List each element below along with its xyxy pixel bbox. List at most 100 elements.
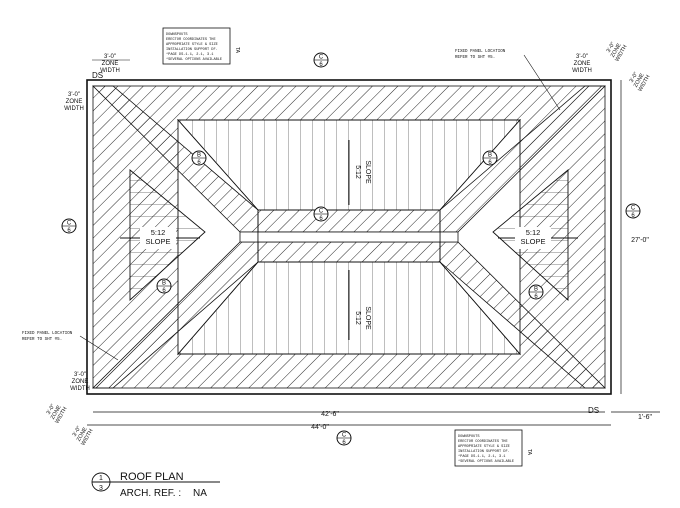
slope-top-label: SLOPE (364, 160, 371, 184)
slope-right-label: SLOPE (520, 237, 545, 246)
dim-44-0: 44'-0" (311, 424, 329, 431)
title-arch-ref-value: NA (193, 488, 207, 499)
zone-tr-zone: ZONE (574, 61, 591, 67)
slope-right: 5:12 SLOPE (498, 227, 578, 249)
slope-bottom: 5:12 SLOPE (348, 270, 371, 340)
section-marker-left-num: C (67, 221, 72, 227)
detail-marker-2-sheet: 6 (488, 160, 492, 166)
title-arch-ref-label: ARCH. REF. : (120, 488, 181, 499)
ds-note-bottom-tag: TA (526, 449, 532, 456)
ds-note-bottom-line6: *SEVERAL OPTIONS AVAILABLE (458, 459, 514, 464)
fixed-panel-note-bottom: FIXED PANEL LOCATION REFER TO SHT #5. (22, 332, 119, 361)
detail-marker-3-num: B (162, 281, 166, 287)
detail-marker-1-sheet: 6 (197, 160, 201, 166)
title-roof-plan: ROOF PLAN (120, 471, 184, 483)
detail-marker-2-num: B (488, 153, 492, 159)
zone-label-bottom-left-rot: 3'-0" ZONE WIDTH (46, 403, 69, 425)
detail-marker-3[interactable]: B 6 (156, 278, 172, 294)
section-marker-right-sheet: 6 (631, 213, 635, 219)
zone-bl-value: 3'-0" (74, 372, 86, 378)
section-marker-right-num: C (631, 206, 636, 212)
dim-42-6: 42'-6" (321, 411, 339, 418)
zone-blr-value: 3'-0" (46, 403, 57, 416)
section-marker-center-sheet: 6 (319, 216, 323, 222)
section-marker-center[interactable]: C 6 (313, 206, 329, 222)
section-marker-top[interactable]: C 6 (313, 52, 329, 70)
slope-left-value: 5:12 (151, 228, 166, 237)
slope-left-label: SLOPE (145, 237, 170, 246)
fixed-panel-bottom-line2: REFER TO SHT #5. (22, 338, 62, 342)
zone-l-value: 3'-0" (68, 92, 80, 98)
zone-tl-value: 3'-0" (104, 54, 116, 60)
ds-note-bottom-line4: INSTALLATION SUPPORT DF. (458, 450, 510, 454)
ds-note-bottom-line1: DOWNSPOUTS (458, 435, 480, 439)
section-marker-top-num: C (319, 55, 324, 61)
zone-rr-value: 3'-0" (606, 41, 617, 54)
detail-marker-4-num: B (534, 287, 538, 293)
zone-label-right-rot-2: 3'-0" ZONE WIDTH (629, 71, 652, 93)
dim-27-0: 27'-0" (631, 237, 649, 244)
dimension-lines (87, 80, 660, 426)
detail-marker-1-num: B (197, 153, 201, 159)
slope-left: 5:12 SLOPE (120, 227, 200, 249)
detail-marker-3-sheet: 6 (162, 288, 166, 294)
ds-label-top-left: DS (92, 71, 103, 80)
zone-l-width: WIDTH (64, 106, 84, 112)
slope-bottom-value: 5:12 (354, 311, 361, 325)
slope-right-value: 5:12 (526, 228, 541, 237)
ds-note-bottom-line5: *PAGE DS-1.1, 2.1, 3.1 (458, 454, 505, 459)
ds-note-top-line5: *PAGE DS-1.1, 2.1, 3.1 (166, 52, 213, 57)
fixed-panel-top-line2: REFER TO SHT #5. (455, 56, 495, 60)
ds-note-top-line1: DOWNSPOUTS (166, 33, 188, 37)
zone-rr2-value: 3'-0" (629, 71, 640, 84)
ds-note-bottom-line2: ERECTOR COORDINATES THE (458, 440, 508, 444)
title-view-number: 1 (99, 475, 103, 482)
hip-ridge-bands (92, 85, 606, 389)
fixed-panel-bottom-line1: FIXED PANEL LOCATION (22, 332, 73, 336)
detail-marker-4[interactable]: B 6 (528, 284, 544, 300)
zone-tl-zone: ZONE (102, 61, 119, 67)
detail-marker-4-sheet: 6 (534, 294, 538, 300)
ds-note-bottom-line3: APPROPRIATE STYLE & SIZE (458, 445, 510, 449)
zone-bl-width: WIDTH (70, 386, 90, 392)
section-marker-bottom-sheet: 6 (342, 440, 346, 446)
zone-label-top-right: 3'-0" ZONE WIDTH (572, 54, 592, 74)
downspout-note-bottom: DOWNSPOUTS ERECTOR COORDINATES THE APPRO… (454, 429, 532, 467)
title-block: 1 3 ROOF PLAN ARCH. REF. : NA (91, 471, 220, 499)
ds-note-top-tag: TA (234, 47, 240, 54)
ds-note-top-line3: APPROPRIATE STYLE & SIZE (166, 43, 218, 47)
zone-bl-zone: ZONE (72, 379, 89, 385)
ds-note-top-line2: ERECTOR COORDINATES THE (166, 38, 216, 42)
zone-tl-width: WIDTH (100, 68, 120, 74)
zone-tr-width: WIDTH (572, 68, 592, 74)
section-marker-left[interactable]: C 6 (61, 218, 77, 234)
ds-label-bottom-right: DS (588, 406, 599, 415)
zone-tr-value: 3'-0" (576, 54, 588, 60)
section-marker-right[interactable]: C 6 (625, 203, 641, 219)
title-sheet-number: 3 (99, 485, 103, 492)
zone-l-zone: ZONE (66, 99, 83, 105)
detail-marker-2[interactable]: B 6 (482, 150, 498, 166)
ds-note-top-line6: *SEVERAL OPTIONS AVAILABLE (166, 57, 222, 62)
zone-label-top-left: 3'-0" ZONE WIDTH (92, 54, 130, 74)
zone-blr2-value: 3'-0" (72, 425, 83, 438)
section-marker-left-sheet: 6 (67, 228, 71, 234)
zone-label-left: 3'-0" ZONE WIDTH (64, 92, 84, 112)
section-marker-top-sheet: 6 (319, 62, 323, 68)
downspout-note-top: DOWNSPOUTS ERECTOR COORDINATES THE APPRO… (162, 27, 240, 65)
section-marker-bottom[interactable]: C 6 (336, 430, 352, 446)
slope-top: 5:12 SLOPE (348, 140, 371, 205)
detail-marker-1[interactable]: B 6 (191, 150, 207, 166)
section-marker-bottom-num: C (342, 433, 347, 439)
slope-bottom-label: SLOPE (364, 306, 371, 330)
fixed-panel-note-top: FIXED PANEL LOCATION REFER TO SHT #5. (455, 50, 561, 111)
slope-top-value: 5:12 (354, 165, 361, 179)
dim-1-6: 1'-6" (638, 414, 652, 421)
fixed-panel-top-line1: FIXED PANEL LOCATION (455, 50, 506, 54)
zone-label-right-rot: 3'-0" ZONE WIDTH (606, 41, 629, 63)
section-marker-center-num: C (319, 209, 324, 215)
zone-label-bottom-left-rot-2: 3'-0" ZONE WIDTH (72, 425, 95, 447)
ds-note-top-line4: INSTALLATION SUPPORT DF. (166, 48, 218, 52)
zone-label-bottom-left: 3'-0" ZONE WIDTH (70, 372, 90, 392)
